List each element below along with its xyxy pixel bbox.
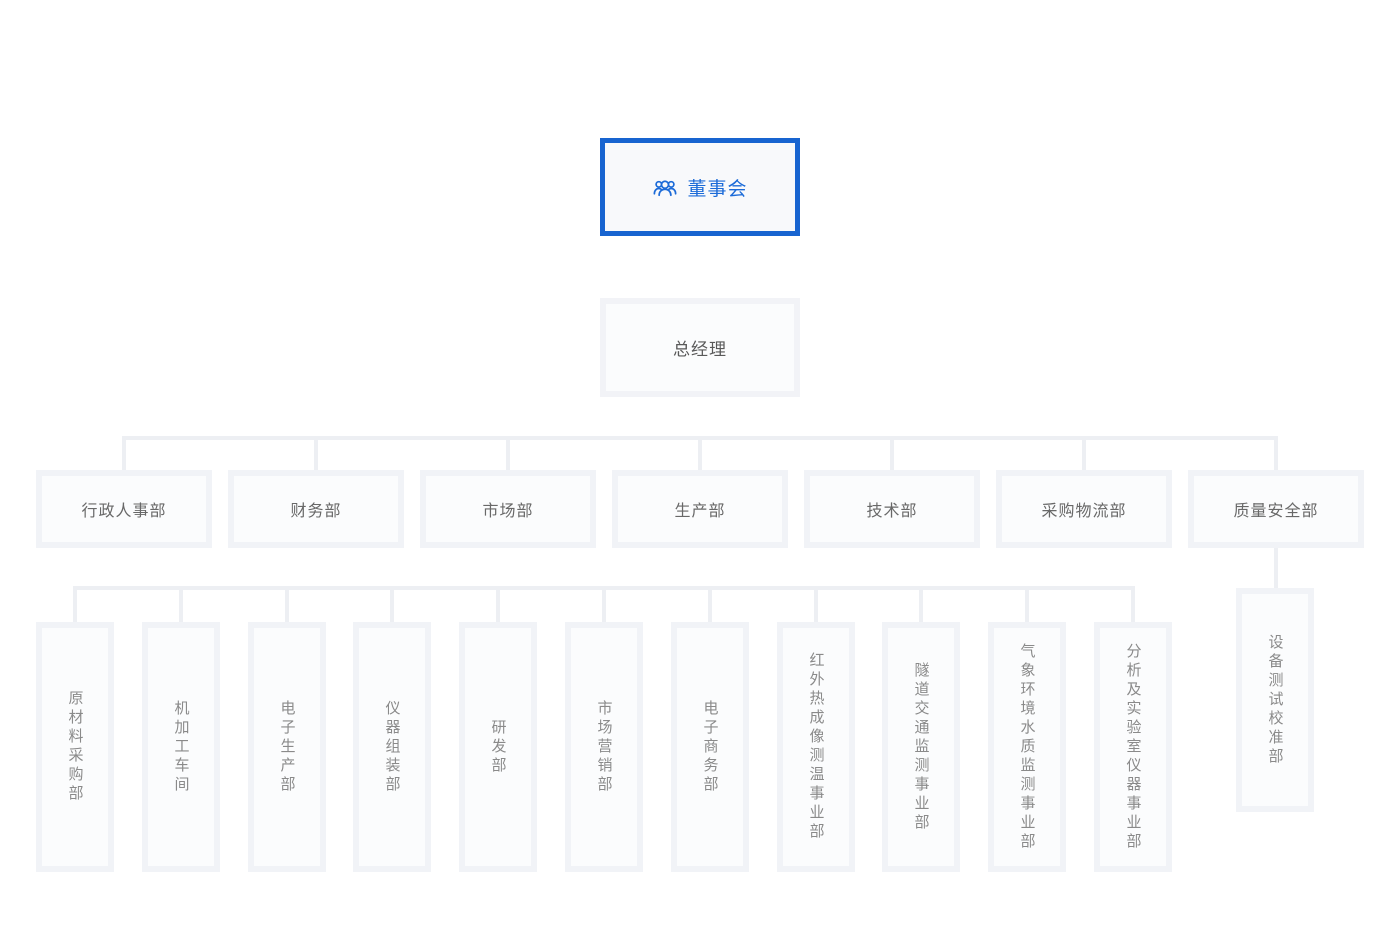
node-label: 隧道交通监测事业部 <box>912 661 930 833</box>
node-sub-infrared-thermal-imaging[interactable]: 红外热成像测温事业部 <box>777 622 855 872</box>
node-sub-machining-workshop[interactable]: 机加工车间 <box>142 622 220 872</box>
node-label: 市场部 <box>482 503 534 520</box>
node-label: 生产部 <box>674 503 726 520</box>
connector-stub <box>602 588 606 622</box>
connector-stub <box>179 588 183 622</box>
connector-stub <box>496 588 500 622</box>
node-label: 行政人事部 <box>81 503 167 520</box>
node-sub-ecommerce[interactable]: 电子商务部 <box>671 622 749 872</box>
connector-stub <box>698 438 702 470</box>
node-label: 电子商务部 <box>701 699 719 795</box>
node-sub-raw-material-purchasing[interactable]: 原材料采购部 <box>36 622 114 872</box>
node-sub-instrument-assembly[interactable]: 仪器组装部 <box>353 622 431 872</box>
node-dept-quality-safety[interactable]: 质量安全部 <box>1188 470 1364 548</box>
node-sub-equipment-test-calibration[interactable]: 设备测试校准部 <box>1236 588 1314 812</box>
connector-stub <box>1025 588 1029 622</box>
node-dept-market[interactable]: 市场部 <box>420 470 596 548</box>
node-sub-electronics-production[interactable]: 电子生产部 <box>248 622 326 872</box>
node-label: 市场营销部 <box>595 699 613 795</box>
node-label: 红外热成像测温事业部 <box>807 652 825 842</box>
node-label: 仪器组装部 <box>383 699 401 795</box>
node-label: 机加工车间 <box>172 699 190 795</box>
node-label: 原材料采购部 <box>66 690 84 804</box>
node-label: 采购物流部 <box>1041 503 1127 520</box>
node-label: 设备测试校准部 <box>1266 633 1284 767</box>
node-label: 财务部 <box>290 503 342 520</box>
node-label: 质量安全部 <box>1233 503 1319 520</box>
team-icon <box>652 174 678 200</box>
node-label: 董事会 <box>687 178 748 200</box>
node-label: 技术部 <box>866 503 918 520</box>
connector-quality-safety-child <box>1274 548 1278 588</box>
connector-stub <box>506 438 510 470</box>
node-dept-finance[interactable]: 财务部 <box>228 470 404 548</box>
node-dept-procurement-logistics[interactable]: 采购物流部 <box>996 470 1172 548</box>
node-sub-marketing[interactable]: 市场营销部 <box>565 622 643 872</box>
node-label: 总经理 <box>673 340 727 359</box>
connector-stub <box>708 588 712 622</box>
connector-stub <box>919 588 923 622</box>
connector-stub <box>1274 438 1278 470</box>
node-sub-tunnel-traffic-monitoring[interactable]: 隧道交通监测事业部 <box>882 622 960 872</box>
node-label: 气象环境水质监测事业部 <box>1018 642 1036 852</box>
node-label: 分析及实验室仪器事业部 <box>1124 642 1142 852</box>
connector-stub <box>1082 438 1086 470</box>
connector-stub <box>890 438 894 470</box>
node-label: 研发部 <box>489 718 507 776</box>
node-label: 电子生产部 <box>278 699 296 795</box>
connector-stub <box>314 438 318 470</box>
node-sub-analysis-lab-instruments[interactable]: 分析及实验室仪器事业部 <box>1094 622 1172 872</box>
node-dept-admin-hr[interactable]: 行政人事部 <box>36 470 212 548</box>
connector-stub <box>73 588 77 622</box>
node-sub-meteorological-water-monitoring[interactable]: 气象环境水质监测事业部 <box>988 622 1066 872</box>
node-dept-technology[interactable]: 技术部 <box>804 470 980 548</box>
node-general-manager[interactable]: 总经理 <box>600 298 800 397</box>
connector-stub <box>1131 588 1135 622</box>
node-sub-research-development[interactable]: 研发部 <box>459 622 537 872</box>
connector-stub <box>285 588 289 622</box>
connector-stub <box>814 588 818 622</box>
connector-stub <box>390 588 394 622</box>
node-board-of-directors[interactable]: 董事会 <box>600 138 800 236</box>
connector-stub <box>122 438 126 470</box>
node-dept-production[interactable]: 生产部 <box>612 470 788 548</box>
